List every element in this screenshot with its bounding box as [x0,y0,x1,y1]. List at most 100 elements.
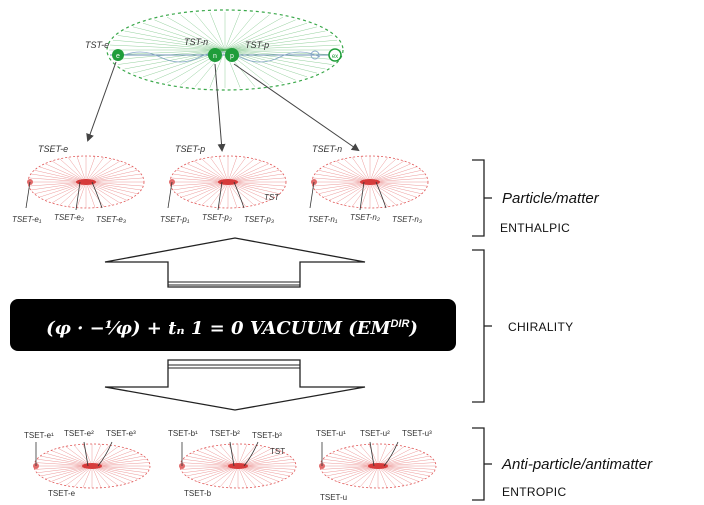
anti-network-spoke [203,447,239,467]
label-tset-e1: TSET-e₁ [12,215,42,224]
green-spoke [224,49,318,74]
anti-network-spoke [237,465,290,477]
label-tset-p3: TSET-p₃ [244,215,274,224]
particle-network-spoke [318,181,371,195]
particle-network-1 [167,155,287,211]
green-spoke [224,12,241,51]
anti-network-spoke [91,447,127,467]
particle-network-spoke [209,157,229,183]
anti-network-spoke [91,450,134,467]
particle-network-spoke [351,157,371,183]
particle-network-spoke [85,181,121,204]
anti-network-spoke [377,455,430,467]
particle-network-spoke [369,163,412,183]
particle-network-spoke [227,181,263,204]
label-tset-n2: TSET-n₂ [350,213,380,222]
green-spoke [224,19,296,51]
green-spoke [132,26,226,51]
particle-network-spoke [227,181,284,191]
particle-network-spoke [227,181,280,195]
particle-network-spoke [227,157,247,183]
bracket-matter [472,159,485,237]
particle-network-spoke [180,181,229,198]
label-anti-b3: TSET-b³ [252,431,282,440]
particle-network-spoke [34,181,87,195]
particle-network-core [360,179,380,185]
green-spoke [109,44,226,51]
particle-network-spoke [369,181,397,206]
top-network-small-ring [310,50,320,60]
equation-superscript: DIR [390,318,409,330]
particle-network-0 [25,155,145,211]
anti-network-spoke [65,465,93,486]
anti-network-spoke [57,465,93,485]
particle-network-spoke [67,181,87,207]
particle-network-spoke [227,160,263,183]
particle-network-spoke [227,156,238,183]
anti-network-spoke [91,465,127,485]
particle-network-spoke [44,163,87,183]
label-anti-e3: TSET-e³ [106,429,136,438]
particle-network-link [167,181,173,209]
anti-network-core [368,463,388,469]
anti-network-1 [179,441,297,489]
anti-network-spoke [377,465,397,488]
particle-network-spoke [227,181,238,208]
particle-network-spoke [85,166,134,183]
anti-network-spoke [343,465,379,485]
particle-network-spoke [369,181,380,208]
green-spoke [224,39,338,51]
equation-text: (φ · −¹⁄φ) + tₙ 1 = 0 VACUUM (EMDIR) [46,318,418,339]
anti-network-spoke [237,450,280,467]
anti-network-spoke [91,465,111,488]
particle-network-spoke [227,166,276,183]
particle-network-spoke [369,169,422,183]
particle-network-spoke [67,157,87,183]
particle-network-spoke [369,181,426,191]
anti-network-spoke [237,444,248,467]
anti-network-spoke [237,447,273,467]
particle-network-spoke [51,160,87,183]
particle-network-spoke [227,181,255,206]
particle-network-spoke [227,181,270,201]
green-spoke [224,44,341,51]
label-tset-n: TSET-n [312,144,342,154]
green-spoke [166,16,226,51]
label-tset-e: TSET-e [38,144,68,154]
particle-network-spoke [314,181,371,191]
label-tset-e3: TSET-e₃ [96,215,126,224]
anti-network-spoke [196,465,239,482]
particle-network-spoke [351,181,371,207]
anti-network-spoke [237,465,273,485]
particle-network-spoke [369,181,389,207]
anti-network-spoke [377,444,388,467]
green-spoke [142,22,226,51]
particle-network-spoke [176,169,229,183]
anti-network-spoke [50,465,93,482]
particle-network-spoke [328,163,371,183]
anti-network-spoke [57,447,93,467]
anti-network-spoke [368,465,379,488]
top-node-e-letter: e [116,53,120,60]
anti-network-spoke [237,465,265,486]
label-tset-p2: TSET-p₂ [202,213,232,222]
bracket-antimatter [472,427,485,501]
particle-network-spoke [335,160,371,183]
anti-network-link [383,441,399,467]
anti-network-spoke [377,465,388,488]
green-spoke [180,14,226,51]
particle-network-spoke [369,156,380,183]
particle-network-spoke [176,181,229,195]
particle-network-spoke [335,181,371,204]
particle-network-core [76,179,96,185]
anti-network-spoke [377,465,405,486]
top-network-outline [106,9,344,91]
particle-network-2 [309,155,429,211]
anti-network-spoke [377,465,430,477]
green-spoke [112,39,226,51]
anti-network-spoke [91,444,111,467]
green-spoke [209,49,226,88]
top-node-e: e [112,49,124,61]
particle-network-spoke [85,173,142,183]
